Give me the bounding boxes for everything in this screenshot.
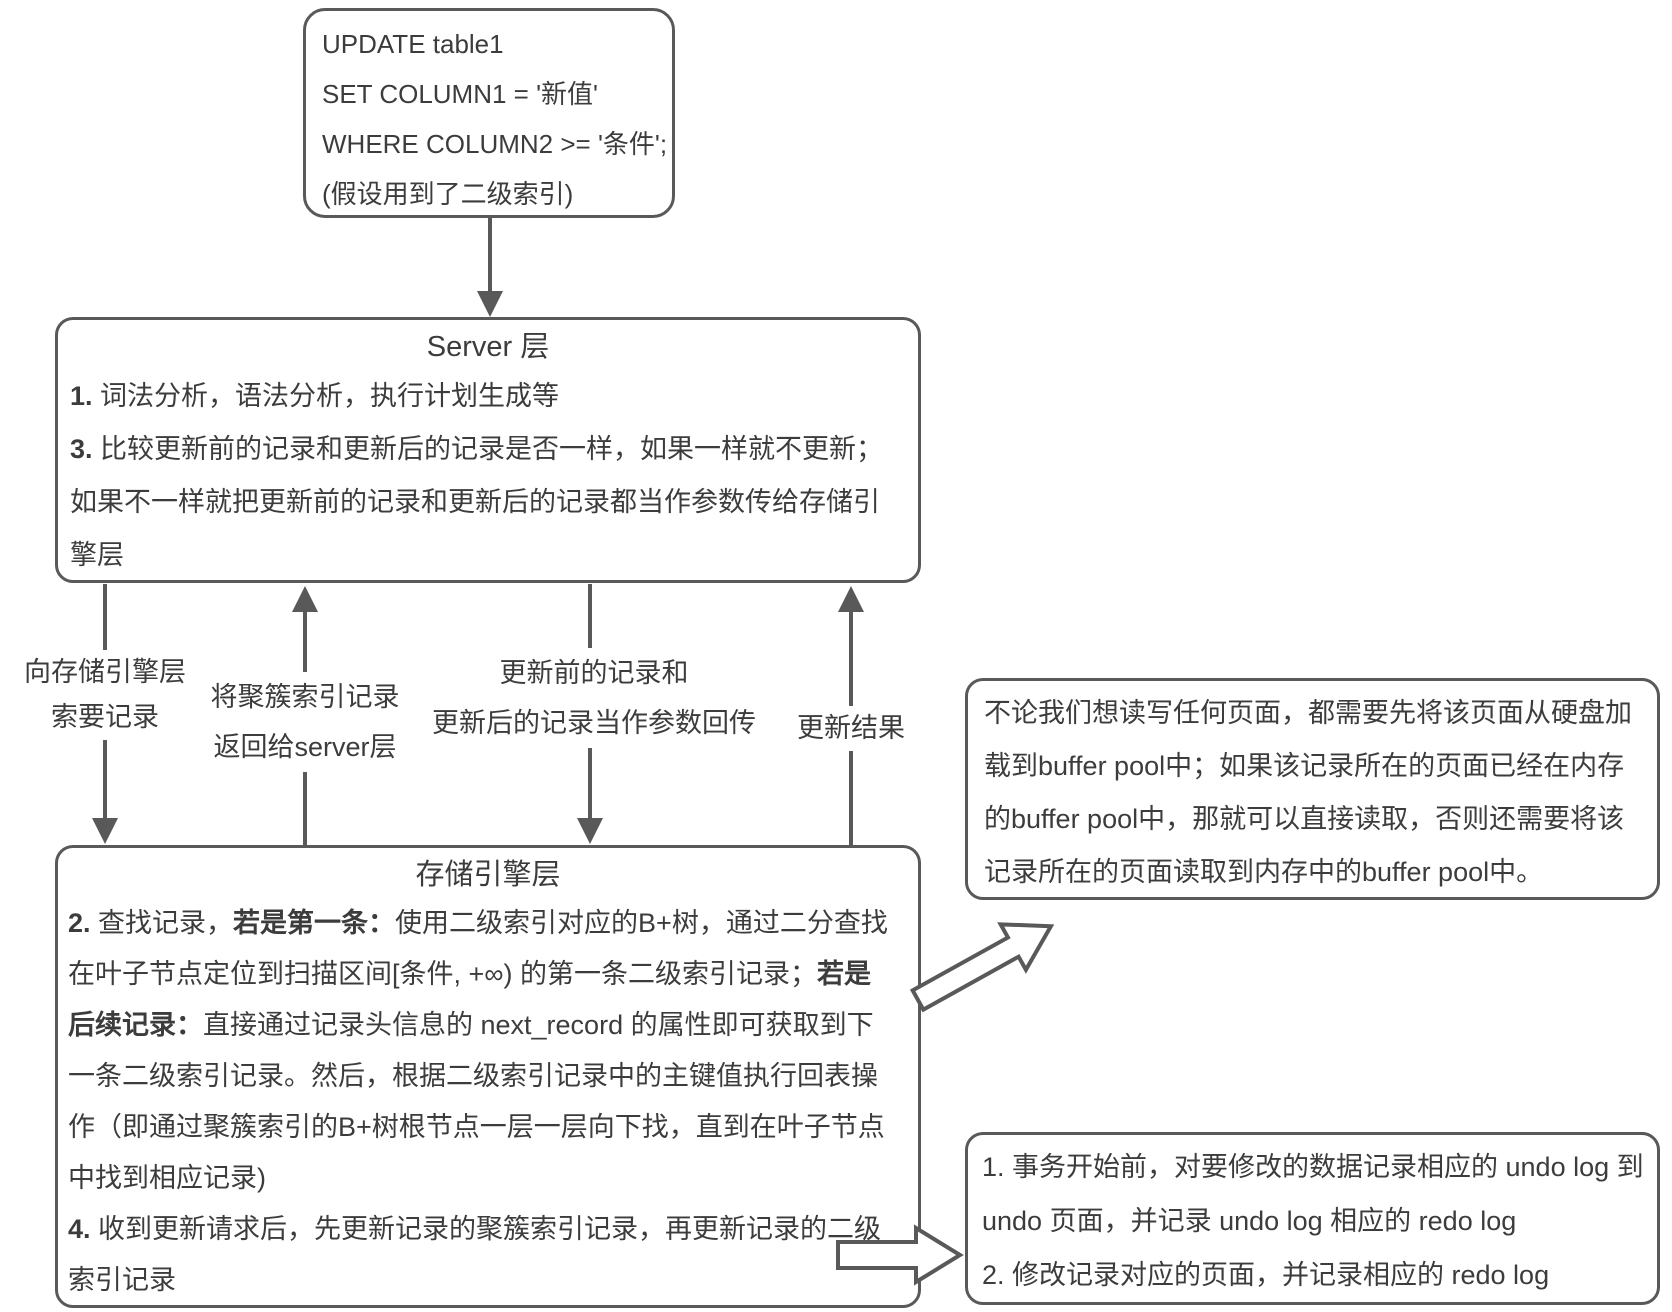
flow-label-line: 索要记录 <box>51 702 159 732</box>
flow-label-update-result: 更新结果 <box>791 706 911 751</box>
sql-line: UPDATE table1 <box>322 29 504 59</box>
storage-engine-line: 2. 查找记录，若是第一条：使用二级索引对应的B+树，通过二分查找 <box>68 908 888 938</box>
undo-redo-note-box: 1. 事务开始前，对要修改的数据记录相应的 undo log 到 undo 页面… <box>965 1132 1660 1305</box>
storage-engine-line: 在叶子节点定位到扫描区间[条件, +∞) 的第一条二级索引记录；若是 <box>68 959 872 989</box>
flow-label-line: 返回给server层 <box>213 732 397 762</box>
server-layer-line: 3. 比较更新前的记录和更新后的记录是否一样，如果一样就不更新； <box>70 434 884 464</box>
storage-engine-line: 后续记录：直接通过记录头信息的 next_record 的属性即可获取到下 <box>68 1010 874 1040</box>
storage-engine-line: 一条二级索引记录。然后，根据二级索引记录中的主键值执行回表操 <box>68 1061 878 1091</box>
server-layer-line: 1. 词法分析，语法分析，执行计划生成等 <box>70 381 560 411</box>
sql-statement-box: UPDATE table1 SET COLUMN1 = '新值' WHERE C… <box>303 8 675 218</box>
storage-engine-layer-box: 存储引擎层 2. 查找记录，若是第一条：使用二级索引对应的B+树，通过二分查找 … <box>55 845 921 1308</box>
flow-label-line: 向存储引擎层 <box>24 657 186 687</box>
storage-engine-line: 索引记录 <box>68 1265 176 1295</box>
undo-redo-note-line: 2. 修改记录对应的页面，并记录相应的 redo log <box>982 1260 1550 1290</box>
storage-engine-line: 作（即通过聚簇索引的B+树根节点一层一层向下找，直到在叶子节点 <box>68 1112 885 1142</box>
arrow-sql-to-server-icon <box>477 218 503 317</box>
block-arrow-to-buffer-note-icon <box>909 922 1055 1013</box>
buffer-pool-note-line: 载到buffer pool中；如果该记录所在的页面已经在内存 <box>984 751 1625 781</box>
buffer-pool-note-line: 记录所在的页面读取到内存中的buffer pool中。 <box>984 857 1544 887</box>
flow-label-line: 更新后的记录当作参数回传 <box>432 708 756 738</box>
buffer-pool-note-box: 不论我们想读写任何页面，都需要先将该页面从硬盘加 载到buffer pool中；… <box>965 678 1660 900</box>
storage-engine-layer-title: 存储引擎层 <box>415 859 561 891</box>
storage-engine-line: 4. 收到更新请求后，先更新记录的聚簇索引记录，再更新记录的二级 <box>68 1214 882 1244</box>
sql-line: SET COLUMN1 = '新值' <box>322 79 599 109</box>
flow-label-line: 将聚簇索引记录 <box>210 682 400 712</box>
undo-redo-note-line: 1. 事务开始前，对要修改的数据记录相应的 undo log 到 <box>982 1152 1644 1182</box>
sql-line: WHERE COLUMN2 >= '条件'; <box>322 129 668 159</box>
server-layer-line: 擎层 <box>70 540 124 570</box>
flow-label-line: 更新结果 <box>797 713 905 743</box>
flow-label-request-record: 向存储引擎层 索要记录 <box>18 650 192 740</box>
buffer-pool-note-line: 的buffer pool中，那就可以直接读取，否则还需要将该 <box>984 804 1625 834</box>
storage-engine-line: 中找到相应记录) <box>68 1163 266 1193</box>
server-layer-line: 如果不一样就把更新前的记录和更新后的记录都当作参数传给存储引 <box>70 487 880 517</box>
sql-line: (假设用到了二级索引) <box>322 179 574 209</box>
server-layer-box: Server 层 1. 词法分析，语法分析，执行计划生成等 3. 比较更新前的记… <box>55 317 921 583</box>
flow-label-line: 更新前的记录和 <box>499 658 689 688</box>
flow-label-return-record: 将聚簇索引记录 返回给server层 <box>204 672 406 772</box>
buffer-pool-note-line: 不论我们想读写任何页面，都需要先将该页面从硬盘加 <box>984 698 1632 728</box>
server-layer-title: Server 层 <box>426 331 550 363</box>
flow-label-pass-params: 更新前的记录和 更新后的记录当作参数回传 <box>426 648 762 748</box>
undo-redo-note-line: undo 页面，并记录 undo log 相应的 redo log <box>982 1206 1517 1236</box>
